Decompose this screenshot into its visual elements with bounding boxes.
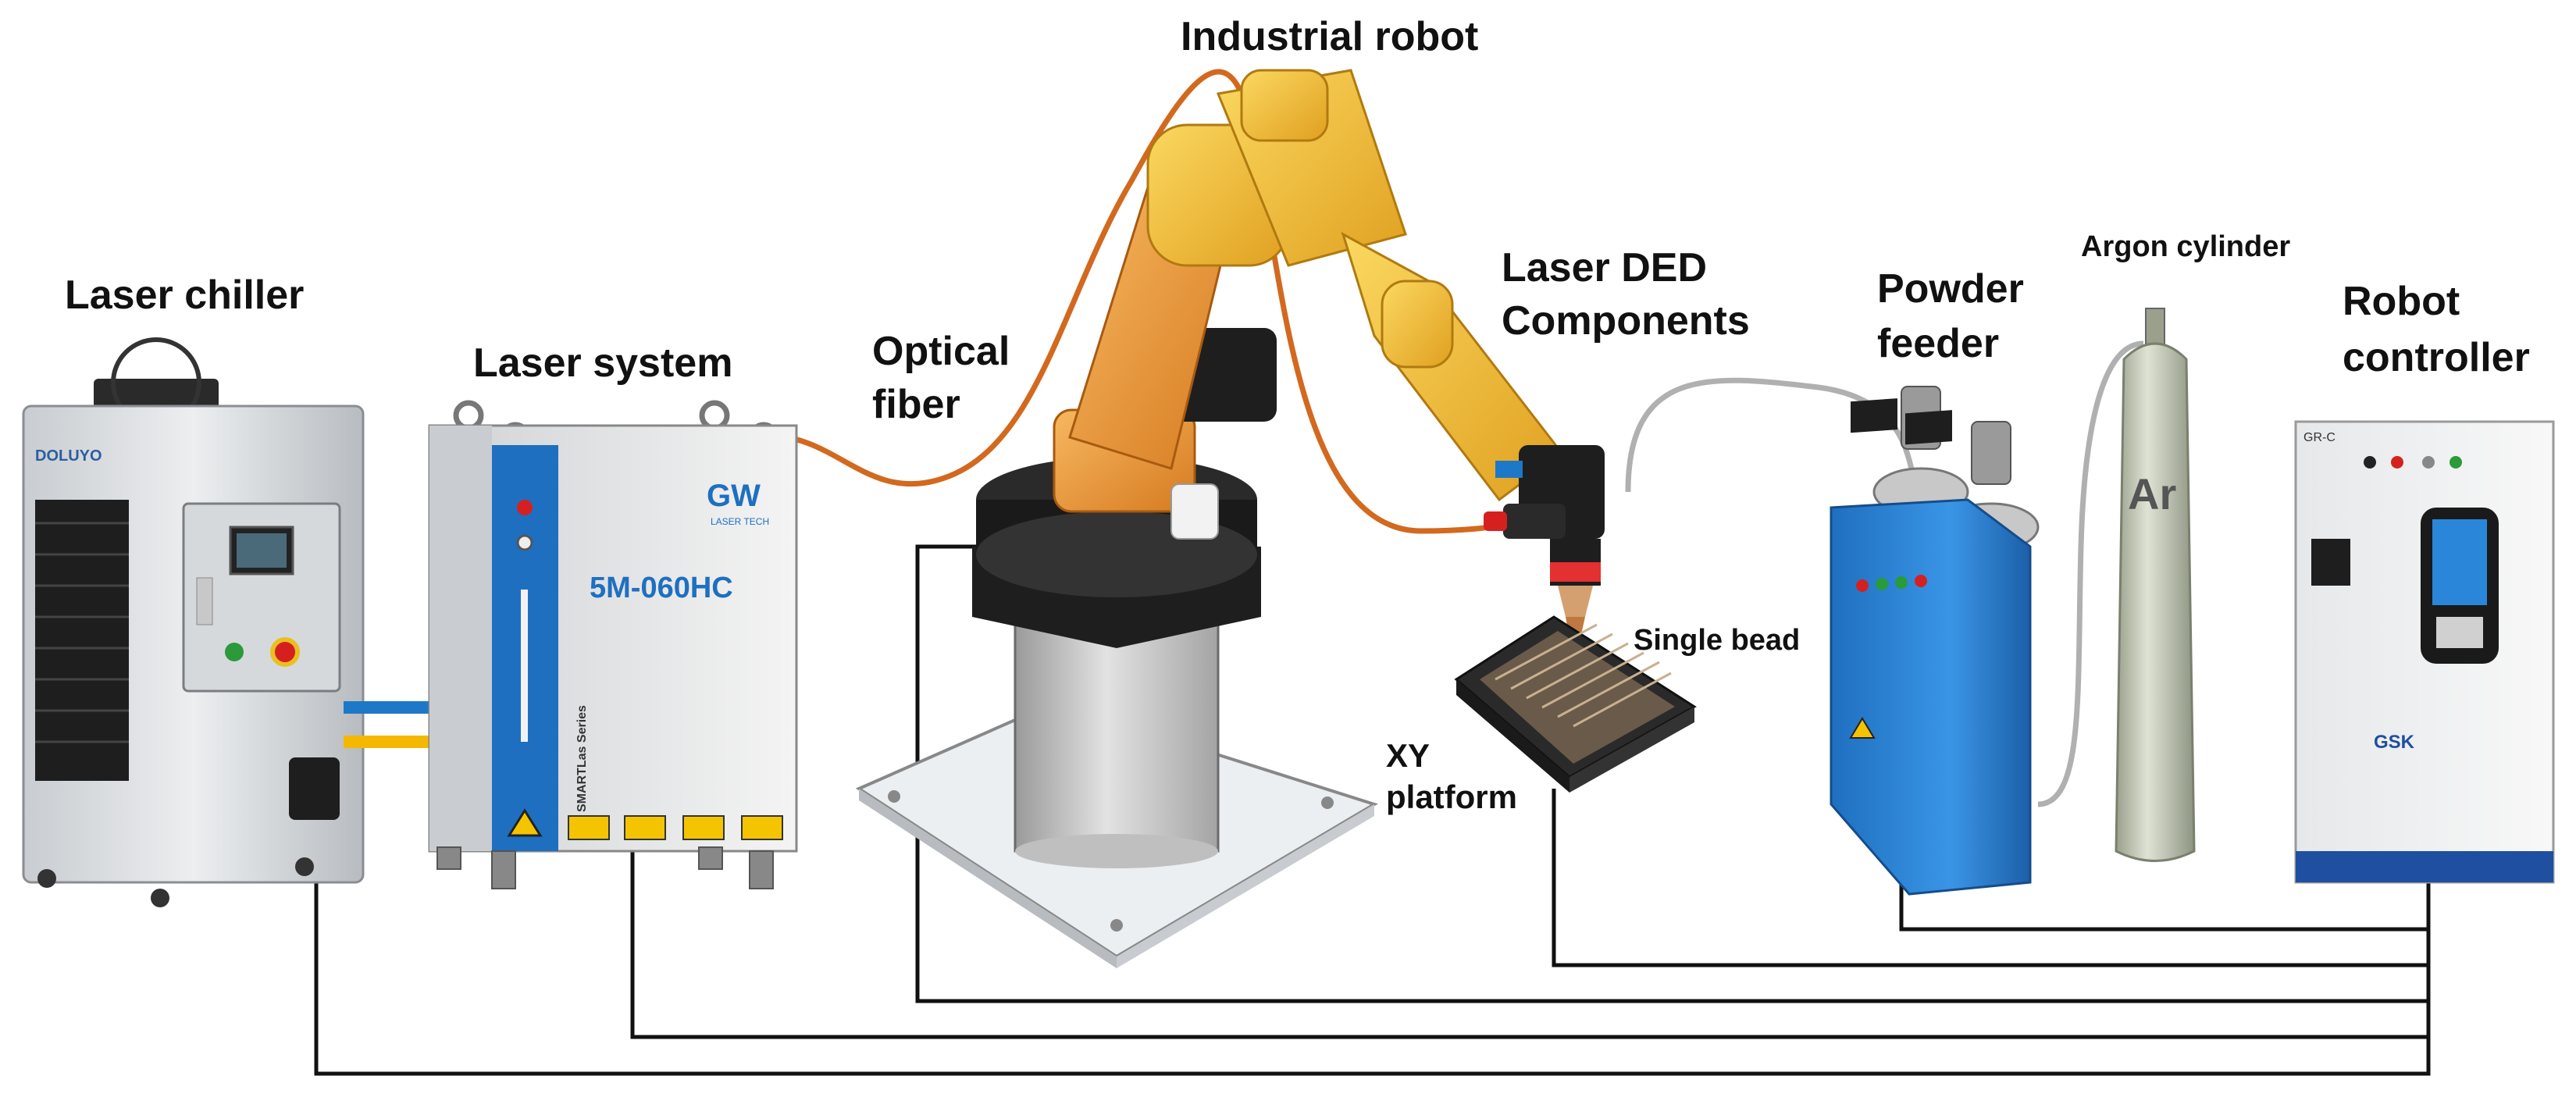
gas-hoses xyxy=(1625,340,2144,807)
robot-base xyxy=(855,457,1378,968)
label-powder-feeder-1: Powder xyxy=(1877,266,2024,312)
label-laser-system: Laser system xyxy=(473,340,732,386)
powder-feeder xyxy=(1830,386,2040,896)
chiller-estop[interactable] xyxy=(270,637,300,667)
label-single-bead: Single bead xyxy=(1634,624,1800,657)
laser-chiller: DOLUYO xyxy=(22,337,365,907)
laser-system: GW LASER TECH 5M-060HC SMARTLas Series xyxy=(428,400,798,889)
controller-badge: GR-C xyxy=(2303,431,2336,444)
controller-brand: GSK xyxy=(2374,732,2415,753)
laser-logo: GW xyxy=(707,479,761,513)
robot-controller: GR-C GSK xyxy=(2294,420,2555,884)
industrial-robot-arm xyxy=(1053,69,1564,540)
label-industrial-robot: Industrial robot xyxy=(1181,14,1478,59)
laser-series: SMARTLas Series xyxy=(575,705,589,812)
laser-logo-sub: LASER TECH xyxy=(711,516,769,527)
argon-cylinder: Ar xyxy=(2115,308,2196,862)
cylinder-gas-label: Ar xyxy=(2128,469,2176,518)
label-xy-platform-2: platform xyxy=(1386,779,1517,815)
label-xy-platform-1: XY xyxy=(1386,737,1430,774)
label-optical-fiber-1: Optical xyxy=(872,329,1010,374)
label-robot-controller-1: Robot xyxy=(2343,279,2460,324)
label-robot-controller-2: controller xyxy=(2343,335,2530,380)
chiller-start-button[interactable] xyxy=(225,643,244,661)
chiller-brand: DOLUYO xyxy=(35,447,102,465)
label-laser-ded-2: Components xyxy=(1502,298,1750,344)
argon-hose xyxy=(2037,340,2144,807)
wire-laser-controller xyxy=(630,843,2428,1039)
laser-ded-head xyxy=(1484,445,1605,652)
laser-model: 5M-060HC xyxy=(590,572,733,604)
xy-platform xyxy=(1454,615,1697,793)
powder-hose xyxy=(1625,377,1916,493)
label-laser-chiller: Laser chiller xyxy=(65,273,304,318)
wire-xy-controller xyxy=(1552,789,2428,967)
coolant-line-yellow xyxy=(344,736,433,748)
coolant-line-blue xyxy=(344,701,433,714)
label-laser-ded-1: Laser DED xyxy=(1502,245,1707,290)
label-optical-fiber-2: fiber xyxy=(872,382,960,427)
label-powder-feeder-2: feeder xyxy=(1877,321,1999,366)
optical-fiber xyxy=(768,69,1504,534)
label-argon-cylinder: Argon cylinder xyxy=(2081,230,2290,263)
wire-chiller-controller xyxy=(314,781,2431,1076)
diagram-labels: Laser chiller Laser system Optical fiber… xyxy=(65,14,2530,815)
